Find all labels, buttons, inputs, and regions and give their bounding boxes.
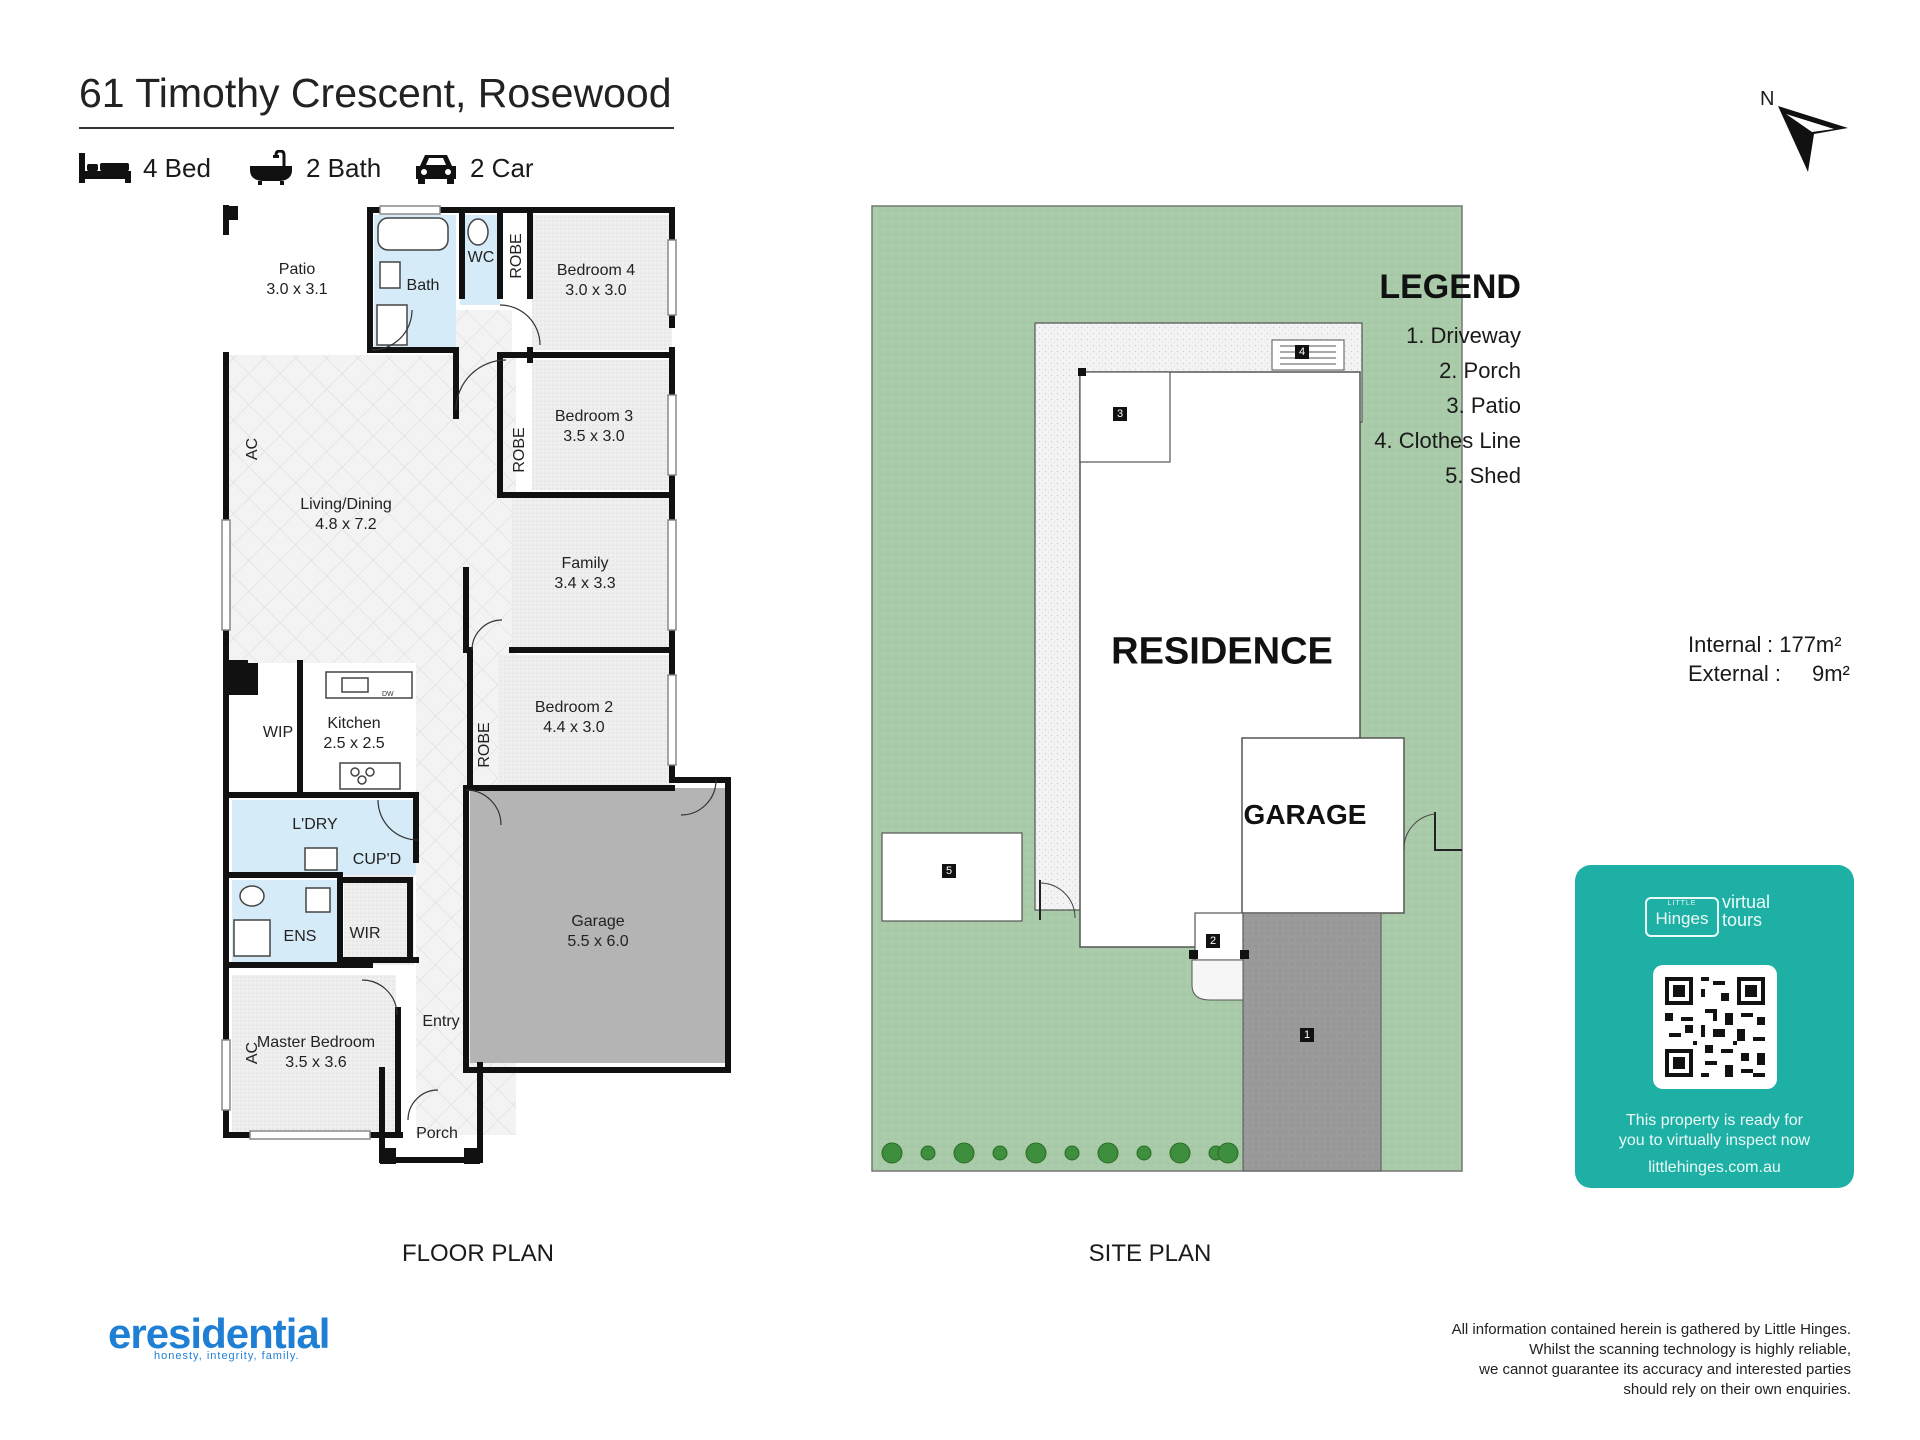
feature-bed: 4 Bed	[79, 150, 211, 186]
room-entry: Entry	[422, 1013, 460, 1030]
room-wip: WIP	[262, 724, 294, 741]
floor-plan-caption: FLOOR PLAN	[401, 1240, 555, 1267]
marker-shed: 5	[942, 864, 956, 878]
robe-bedroom-3: ROBE	[511, 427, 528, 473]
qr-code[interactable]	[1653, 965, 1777, 1089]
eresidential-tagline: honesty, integrity, family.	[154, 1350, 300, 1362]
qr-code-icon	[1665, 977, 1765, 1077]
badge-text-line-1: This property is ready for	[1626, 1112, 1803, 1129]
marker-clothes-line: 4	[1295, 345, 1309, 359]
virtual-tours-text: virtual tours	[1722, 893, 1770, 929]
marker-driveway: 1	[1300, 1028, 1314, 1042]
legend-item-driveway: 1. Driveway	[1406, 323, 1521, 348]
site-residence-label: RESIDENCE	[1111, 630, 1333, 673]
legend-title: LEGEND	[1379, 268, 1521, 306]
ac-master: AC	[244, 1041, 261, 1065]
marker-porch: 2	[1206, 934, 1220, 948]
bed-icon	[79, 153, 131, 183]
external-area-label: External :	[1688, 661, 1781, 686]
internal-area-label: Internal	[1688, 632, 1762, 657]
legend-item-clothes-line: 4. Clothes Line	[1374, 428, 1521, 453]
car-icon	[416, 155, 456, 184]
site-plan-caption: SITE PLAN	[1088, 1240, 1212, 1267]
room-ensuite: ENS	[283, 928, 317, 945]
legend-item-porch: 2. Porch	[1439, 358, 1521, 383]
internal-area: Internal : 177m²	[1688, 632, 1842, 658]
virtual-text: virtual	[1722, 892, 1771, 912]
disclaimer-line-1: All information contained herein is gath…	[1451, 1321, 1851, 1338]
ac-living: AC	[244, 437, 261, 461]
floor-plan-drawing: DW	[221, 205, 731, 1164]
disclaimer-line-3: we cannot guarantee its accuracy and int…	[1479, 1361, 1851, 1378]
external-area-value: 9m²	[1812, 661, 1850, 686]
robe-bedroom-4: ROBE	[508, 233, 525, 279]
north-arrow-icon	[1778, 106, 1848, 172]
marker-patio: 3	[1113, 407, 1127, 421]
room-bath: Bath	[406, 277, 440, 294]
feature-bed-label: 4 Bed	[143, 152, 211, 183]
external-area: External : 9m²	[1688, 661, 1850, 687]
site-garage-label: GARAGE	[1243, 799, 1367, 830]
disclaimer: All information contained herein is gath…	[1452, 1320, 1851, 1400]
disclaimer-line-4: should rely on their own enquiries.	[1623, 1381, 1851, 1398]
tours-text: tours	[1722, 910, 1763, 930]
hinges-logo-small: LITTLE	[1667, 900, 1697, 907]
bath-icon	[250, 150, 292, 185]
disclaimer-line-2: Whilst the scanning technology is highly…	[1529, 1341, 1851, 1358]
property-address: 61 Timothy Crescent, Rosewood	[79, 70, 672, 116]
compass-label: N	[1760, 88, 1775, 110]
robe-bedroom-2: ROBE	[476, 722, 493, 768]
virtual-tour-badge[interactable]: LITTLE Hinges virtual tours	[1575, 865, 1854, 1188]
legend-list: 1. Driveway 2. Porch 3. Patio 4. Clothes…	[1374, 318, 1521, 493]
room-porch: Porch	[416, 1125, 458, 1142]
feature-car-label: 2 Car	[470, 152, 534, 183]
legend-item-shed: 5. Shed	[1445, 463, 1521, 488]
room-wir: WIR	[349, 925, 381, 942]
feature-bath-label: 2 Bath	[306, 152, 382, 183]
internal-area-value: : 177m²	[1767, 632, 1842, 657]
badge-url[interactable]: littlehinges.com.au	[1648, 1159, 1781, 1176]
hinges-logo-box: LITTLE Hinges	[1645, 897, 1719, 937]
legend-item-patio: 3. Patio	[1446, 393, 1521, 418]
dishwasher-tag: DW	[382, 691, 394, 698]
room-laundry: L'DRY	[292, 816, 338, 833]
hinges-logo-text: Hinges	[1655, 909, 1709, 928]
title-divider	[79, 127, 674, 129]
room-cupboard: CUP'D	[352, 851, 402, 868]
badge-text-line-2: you to virtually inspect now	[1618, 1132, 1811, 1149]
site-plan-drawing	[871, 205, 1463, 1172]
eresidential-logo: eresidential	[108, 1310, 330, 1357]
feature-car: 2 Car	[414, 150, 534, 186]
room-wc: WC	[467, 249, 495, 266]
feature-bath: 2 Bath	[248, 150, 381, 186]
